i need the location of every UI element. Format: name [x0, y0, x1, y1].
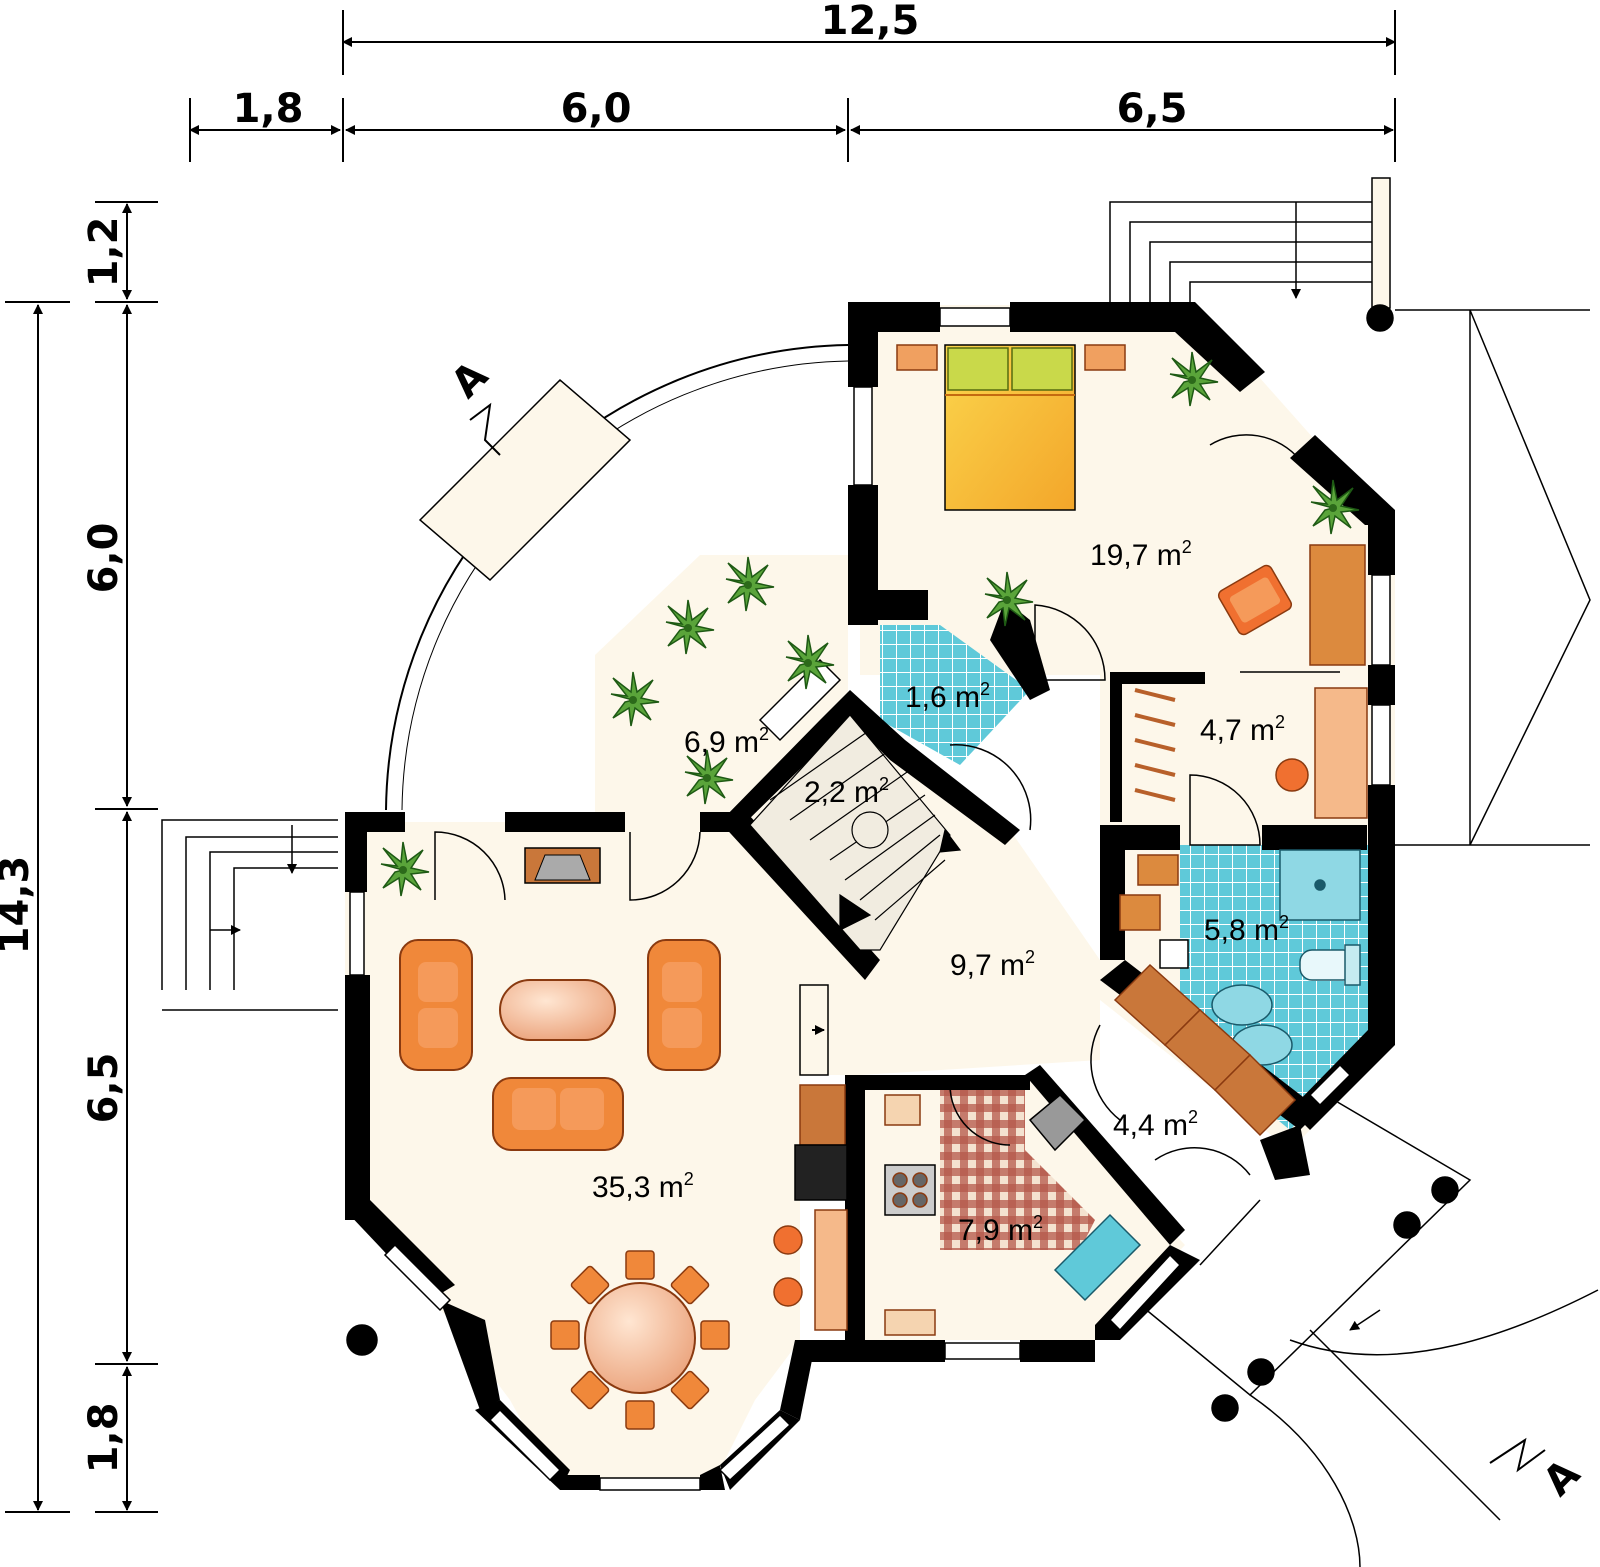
- dim-depth-1: 1,2: [81, 217, 127, 288]
- room-label-vestibule: 4,4 m2: [1113, 1107, 1198, 1142]
- room-label-bedroom: 19,7 m2: [1090, 537, 1192, 572]
- sofa-bottom: [492, 1077, 624, 1151]
- section-label-top: A: [443, 353, 497, 407]
- outdoor-elements: [161, 177, 1599, 1567]
- section-marker-top: A: [443, 353, 501, 456]
- room-label-staircase: 2,2 m2: [804, 774, 889, 809]
- wardrobe-rack: [1134, 688, 1176, 802]
- room-label-bathroom: 5,8 m2: [1204, 912, 1289, 947]
- wc-tiles: [880, 625, 1030, 765]
- coffee-table: [499, 979, 616, 1041]
- kitchen-units: [794, 1084, 1142, 1336]
- fireplace: [524, 847, 601, 884]
- stool-icon: [1275, 758, 1309, 792]
- armchair: [1217, 564, 1293, 636]
- dim-width-3: 6,5: [1117, 86, 1188, 132]
- bar-stool-icon: [773, 1225, 803, 1255]
- dimension-lines: [5, 10, 1396, 1513]
- dining-table: [550, 1250, 730, 1430]
- room-label-living-room: 35,3 m2: [592, 1169, 694, 1204]
- section-label-bottom: A: [1535, 1451, 1589, 1505]
- dim-depth-4: 1,8: [81, 1403, 127, 1474]
- kitchen-floor: [940, 1085, 1095, 1250]
- room-label-hall: 9,7 m2: [950, 947, 1035, 982]
- sofa-left: [399, 939, 473, 1071]
- dim-width-2: 6,0: [561, 86, 632, 132]
- doors: [434, 434, 1340, 1266]
- dim-total-width: 12,5: [821, 0, 920, 44]
- staircase: [749, 714, 962, 951]
- room-label-wardrobe: 4,7 m2: [1200, 712, 1285, 747]
- sofa-right: [647, 939, 721, 1071]
- dresser: [1309, 544, 1366, 666]
- windows: [349, 307, 1391, 1491]
- section-marker-bottom: A: [1489, 1437, 1589, 1505]
- dim-total-depth: 14,3: [0, 856, 38, 955]
- room-label-kitchen: 7,9 m2: [958, 1212, 1043, 1247]
- room-label-winter-garden: 6,9 m2: [684, 724, 769, 759]
- bed: [896, 344, 1126, 511]
- dim-depth-2: 6,0: [81, 523, 127, 594]
- dim-width-1: 1,8: [233, 86, 304, 132]
- hall-threshold: [799, 984, 829, 1076]
- room-label-wc: 1,6 m2: [905, 679, 990, 714]
- bar-stool-icon: [773, 1277, 803, 1307]
- hall-cabinets: [1113, 963, 1297, 1137]
- vanity-desk: [1314, 687, 1368, 819]
- dim-depth-3: 6,5: [81, 1053, 127, 1124]
